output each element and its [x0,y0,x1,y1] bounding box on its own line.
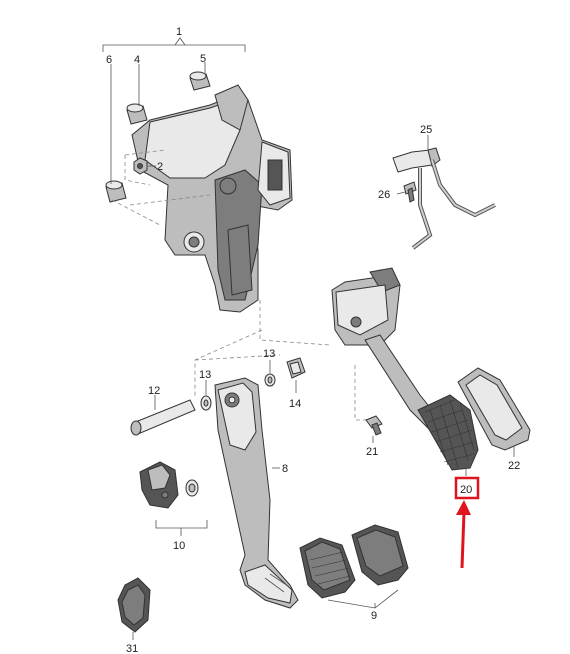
label-5: 5 [200,53,206,65]
part-25-bracket-rod: 25 [392,124,496,250]
label-22: 22 [508,460,520,472]
label-12: 12 [148,385,160,397]
part-21-bolt: 21 [365,415,383,458]
part-6-bushing: 6 [105,54,127,203]
group-bracket-1 [102,37,246,52]
label-6: 6 [106,54,112,66]
label-31: 31 [126,643,138,654]
part-14-clip: 14 [286,357,306,410]
label-25: 25 [420,124,432,136]
red-arrow-shaft [460,511,466,569]
part-10-switch: 10 [139,461,208,552]
part-13-washer-left: 13 [199,369,212,411]
part-2-nut: 2 [133,157,163,175]
part-26-bolt: 26 [378,181,417,203]
part-20-accelerator-pedal [331,267,479,471]
part-4-bushing: 4 [126,54,148,125]
part-9-pedal-pads: 9 [299,524,409,622]
part-5-bushing: 5 [189,53,211,91]
highlight-part-20: 20 [454,468,480,569]
label-13b: 13 [263,348,275,360]
red-arrow-head [456,500,471,515]
part-31-pad: 31 [117,577,151,654]
label-10: 10 [173,540,185,552]
label-26: 26 [378,189,390,201]
part-22-pedal-pad: 22 [457,367,531,472]
highlight-box [454,476,480,500]
part-12-pin: 12 [130,385,196,436]
part-13-washer-right: 13 [263,348,276,387]
label-21: 21 [366,446,378,458]
label-14: 14 [289,398,301,410]
label-1: 1 [176,26,182,38]
label-2: 2 [157,161,163,173]
label-8: 8 [282,463,288,475]
label-20: 20 [460,484,472,496]
label-9: 9 [371,610,377,622]
label-4: 4 [134,54,140,66]
label-13a: 13 [199,369,211,381]
assembly-guides [111,149,370,421]
part-8-pedal-lever: 8 [214,377,299,609]
pedal-bracket [131,84,293,313]
